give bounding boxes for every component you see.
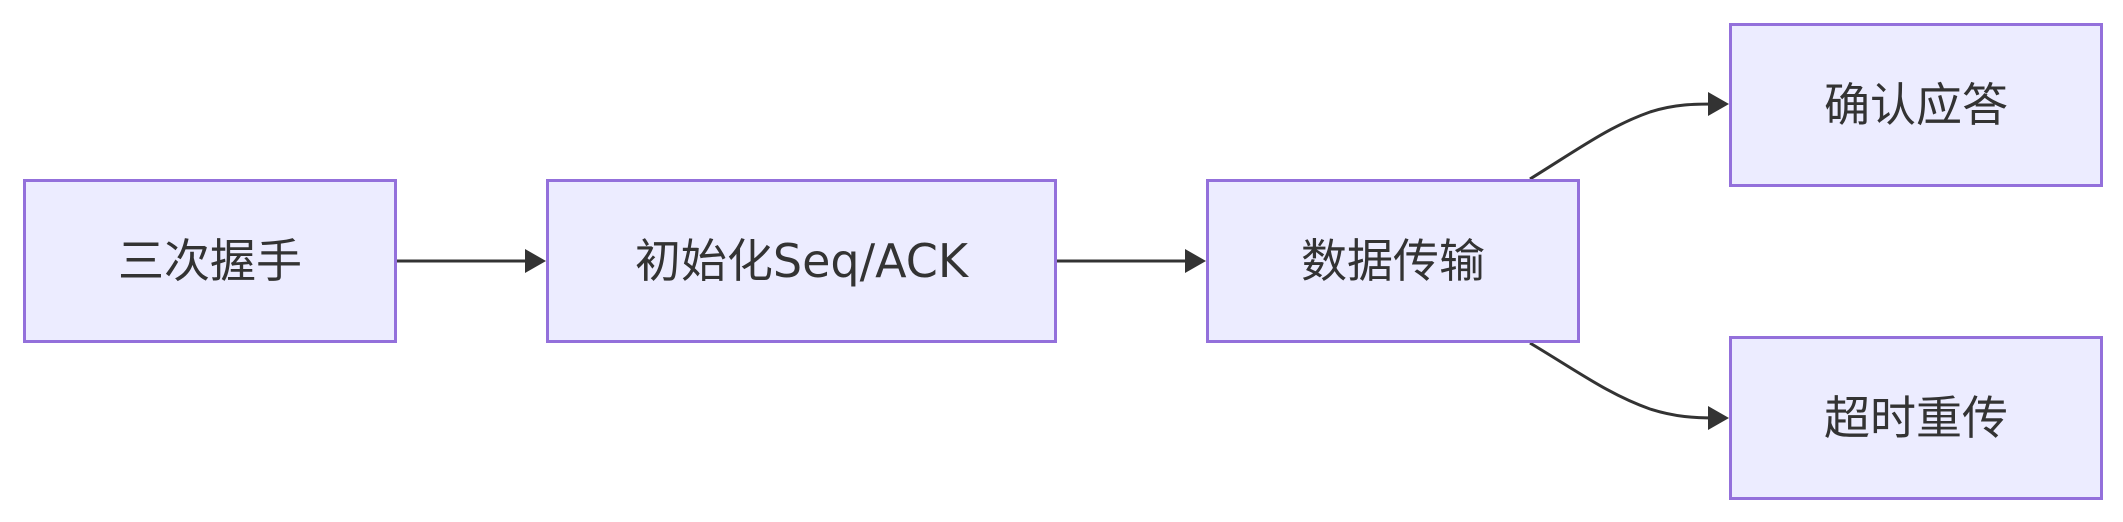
node-init-seq-ack: 初始化Seq/ACK (546, 179, 1057, 343)
node-timeout-retransmit: 超时重传 (1729, 336, 2103, 500)
edge-data-to-ack (1529, 102, 1717, 181)
arrow-head-data-to-timeout (1708, 406, 1729, 430)
node-three-way-handshake: 三次握手 (23, 179, 397, 343)
edge-data-to-timeout (1529, 341, 1717, 420)
arrow-head-data-to-ack (1708, 92, 1729, 116)
node-label: 三次握手 (118, 234, 302, 288)
arrow-head-init-to-data (1185, 249, 1206, 273)
node-data-transfer: 数据传输 (1206, 179, 1580, 343)
arrow-head-handshake-to-init (525, 249, 546, 273)
node-label: 初始化Seq/ACK (634, 234, 969, 288)
node-label: 超时重传 (1824, 391, 2008, 445)
node-label: 数据传输 (1301, 234, 1485, 288)
node-label: 确认应答 (1824, 78, 2008, 132)
node-ack-reply: 确认应答 (1729, 23, 2103, 187)
